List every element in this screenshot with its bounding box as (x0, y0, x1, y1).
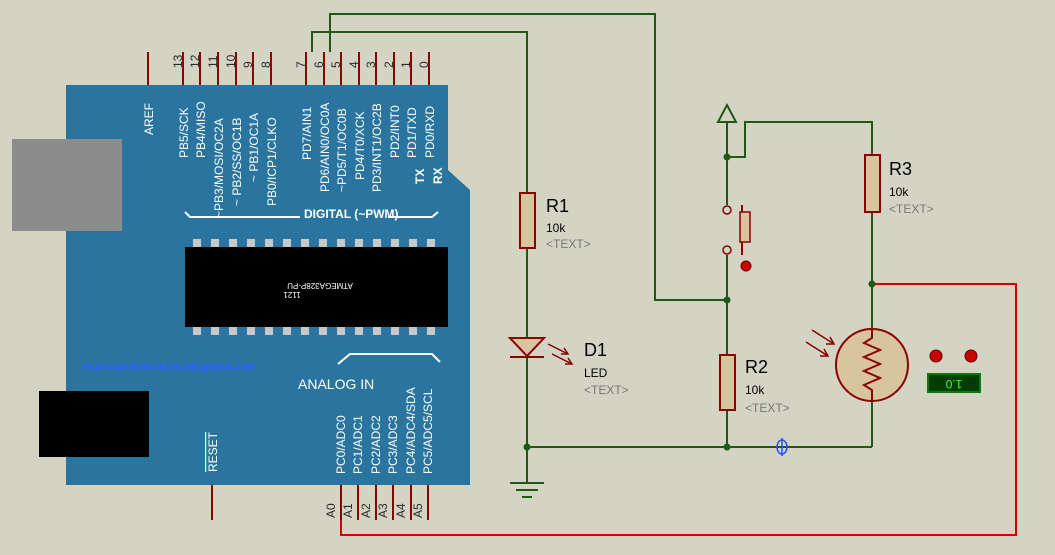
pin-label-pb1: ~ PB1/OC1A (247, 113, 261, 182)
r3-ref: R3 (889, 159, 912, 179)
tx-label: TX (413, 169, 427, 184)
pin-number-7: 7 (294, 61, 308, 68)
junction-dots (523, 153, 876, 451)
aref-label: AREF (142, 103, 156, 135)
top-pin-labels: AREF PB5/SCK PB4/MISO ~PB3/MOSI/OC2A ~ P… (142, 101, 445, 218)
d1-value: LED (584, 366, 608, 380)
r1-text: <TEXT> (546, 237, 591, 251)
analog-number-a2: A2 (359, 503, 373, 518)
pin-number-1: 1 (399, 61, 413, 68)
resistor-r1[interactable]: R1 10k <TEXT> (519, 192, 591, 251)
rx-label: RX (431, 167, 445, 184)
reset-label: RESET (206, 431, 220, 472)
top-pin-stubs (147, 52, 430, 85)
r3-value: 10k (889, 185, 909, 199)
r2-text: <TEXT> (745, 401, 790, 415)
meter-reading: 1.0 (945, 377, 962, 391)
r3-text: <TEXT> (889, 202, 934, 216)
pin-label-pb5: PB5/SCK (177, 107, 191, 158)
ground-symbol (510, 482, 544, 498)
pin-label-pd7: PD7/AIN1 (300, 106, 314, 160)
wire-vcc-to-r3 (726, 121, 873, 158)
pin-label-pb2: ~ PB2/SS/OC1B (230, 118, 244, 206)
pin-number-10: 10 (224, 54, 238, 68)
ldr-zigzag-icon (861, 330, 883, 400)
pin-label-pd6: PD6/AIN0/OC0A (318, 103, 332, 192)
led-d1[interactable]: D1 LED <TEXT> (507, 337, 629, 397)
bottom-pin-stubs (211, 485, 429, 520)
analog-number-a3: A3 (376, 503, 390, 518)
analog-pin-numbers: A0 A1 A2 A3 A4 A5 (324, 503, 425, 518)
pin-number-13: 13 (171, 54, 185, 68)
r1-value: 10k (546, 221, 566, 235)
button-actuator-icon[interactable] (740, 260, 752, 272)
pin-number-6: 6 (312, 61, 326, 68)
pin-number-0: 0 (417, 61, 431, 68)
analog-label-a4: PC4/ADC4/SDA (404, 387, 418, 474)
pin-label-pb4: PB4/MISO (194, 101, 208, 158)
blog-url: microcontrolandos.blogspot.com (82, 361, 257, 373)
atmega-chip: ATMEGA328P-PU 1121 (185, 239, 448, 335)
pin-number-12: 12 (188, 54, 202, 68)
arduino-board[interactable]: 13 12 11 10 9 8 7 6 5 4 3 2 1 0 AREF PB5… (12, 52, 470, 520)
d1-ref: D1 (584, 340, 607, 360)
wire-a0-to-ldr (340, 283, 1017, 536)
usb-connector (12, 139, 122, 231)
digital-label: DIGITAL (~PWM) (304, 207, 399, 221)
pin-label-pd3: PD3/INT1/OC2B (370, 103, 384, 192)
analog-label-a2: PC2/ADC2 (369, 415, 383, 474)
pin-number-9: 9 (241, 61, 255, 68)
wires (311, 13, 1017, 536)
pin-label-pd2: PD2/INT0 (388, 105, 402, 158)
analog-number-a0: A0 (324, 503, 338, 518)
analog-pin-labels: PC0/ADC0 PC1/ADC1 PC2/ADC2 PC3/ADC3 PC4/… (334, 387, 435, 474)
analog-bracket: ANALOG IN (298, 353, 441, 392)
chip-part-number: ATMEGA328P-PU (287, 281, 353, 290)
voltage-probe-icon[interactable] (776, 438, 788, 456)
pin-label-pd1: PD1/TXD (405, 107, 419, 158)
resistor-r2[interactable]: R2 10k <TEXT> (719, 354, 790, 415)
top-pin-numbers: 13 12 11 10 9 8 7 6 5 4 3 2 1 0 (171, 54, 431, 68)
light-meter[interactable]: 1.0 (927, 349, 981, 393)
resistor-r3[interactable]: R3 10k <TEXT> (864, 154, 934, 216)
wire-pin6-to-led (311, 31, 528, 193)
pin-label-pd5: ~PD5/T1/OC0B (335, 108, 349, 192)
power-jack (39, 391, 149, 457)
analog-label-a1: PC1/ADC1 (351, 415, 365, 474)
meter-increase-button[interactable] (964, 349, 978, 363)
pin-label-pb3: ~PB3/MOSI/OC2A (212, 118, 226, 218)
ldr-photoresistor[interactable] (805, 328, 909, 402)
analog-number-a1: A1 (341, 503, 355, 518)
pin-number-2: 2 (382, 61, 396, 68)
meter-decrease-button[interactable] (929, 349, 943, 363)
pin-number-11: 11 (206, 55, 220, 68)
pin-number-8: 8 (259, 61, 273, 68)
pin-number-4: 4 (347, 61, 361, 68)
pin-label-pd4: PD4/T0/XCK (353, 111, 367, 180)
wire-pin7-to-button (329, 13, 727, 301)
pin-label-pb0: PB0/ICP1/CLKO (265, 117, 279, 206)
light-incident-arrows-icon (805, 329, 836, 357)
push-button[interactable] (722, 205, 752, 272)
r2-value: 10k (745, 383, 765, 397)
r1-ref: R1 (546, 196, 569, 216)
d1-text: <TEXT> (584, 383, 629, 397)
meter-display (927, 373, 981, 393)
light-emission-arrows-icon (547, 343, 574, 365)
digital-bracket: DIGITAL (~PWM) (184, 207, 439, 221)
chip-date-code: 1121 (283, 290, 301, 299)
analog-label-a0: PC0/ADC0 (334, 415, 348, 474)
analog-in-label: ANALOG IN (298, 376, 374, 392)
r2-ref: R2 (745, 357, 768, 377)
chip-pins (193, 239, 435, 335)
analog-number-a4: A4 (394, 503, 408, 518)
pin-label-pd0: PD0/RXD (423, 106, 437, 158)
power-arrow (716, 102, 738, 123)
analog-label-a5: PC5/ADC5/SCL (421, 388, 435, 474)
pin-number-3: 3 (364, 61, 378, 68)
analog-label-a3: PC3/ADC3 (386, 415, 400, 474)
analog-number-a5: A5 (411, 503, 425, 518)
pin-number-5: 5 (329, 61, 343, 68)
